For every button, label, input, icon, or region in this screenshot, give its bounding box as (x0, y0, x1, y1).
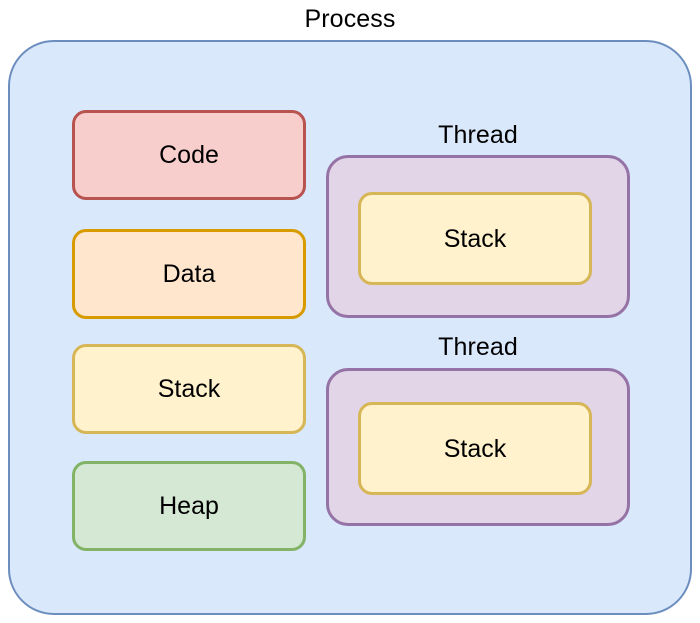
memory-segment-data-label: Data (162, 260, 216, 288)
memory-segment-data: Data (72, 229, 306, 319)
thread-2-title-label: Thread (438, 333, 518, 361)
memory-segment-heap: Heap (72, 461, 306, 551)
thread-2-stack: Stack (358, 402, 592, 495)
memory-segment-code-label: Code (159, 141, 219, 169)
thread-1-stack-label: Stack (443, 224, 507, 253)
thread-1-stack: Stack (358, 192, 592, 285)
thread-1-title-label: Thread (438, 121, 518, 149)
memory-segment-stack: Stack (72, 344, 306, 434)
process-title-label: Process (304, 5, 396, 33)
memory-segment-stack-label: Stack (157, 375, 221, 403)
thread-2-stack-label: Stack (443, 434, 507, 463)
memory-segment-code: Code (72, 110, 306, 200)
memory-segment-heap-label: Heap (159, 492, 219, 520)
